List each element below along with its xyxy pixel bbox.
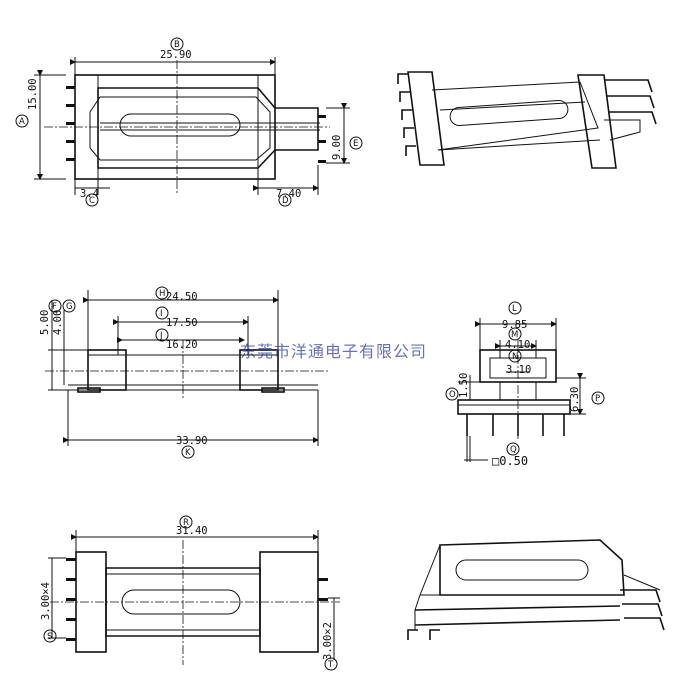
svg-text:R: R	[183, 518, 189, 528]
callout-D: D	[278, 193, 292, 207]
svg-text:D: D	[282, 196, 289, 206]
svg-text:N: N	[512, 352, 518, 362]
isometric-view-top	[397, 71, 657, 169]
dim-K-value: 33.90	[176, 435, 208, 447]
dim-R-value: 31.40	[176, 525, 208, 537]
dim-S-value: 3.00×4	[40, 582, 52, 620]
svg-text:B: B	[174, 40, 180, 50]
callout-T: T	[324, 657, 338, 671]
callout-M: M	[508, 327, 522, 341]
dim-H-value: 24.50	[166, 291, 198, 303]
dim-N-value: 3.10	[506, 364, 531, 376]
svg-text:J: J	[159, 331, 163, 341]
callout-L: L	[508, 301, 522, 315]
dim-O-value: 1.50	[458, 373, 470, 398]
callout-E: E	[349, 136, 363, 150]
svg-text:C: C	[89, 196, 95, 206]
dim-Q-value: □0.50	[492, 454, 528, 468]
dim-G-value: 4.00	[52, 310, 64, 335]
callout-K: K	[181, 445, 195, 459]
callout-I: I	[155, 306, 169, 320]
svg-text:H: H	[159, 289, 165, 299]
callout-J: J	[155, 328, 169, 342]
dim-F-value: 5.00	[39, 310, 51, 335]
svg-text:P: P	[595, 394, 600, 404]
callout-G: G	[62, 299, 76, 313]
callout-C: C	[85, 193, 99, 207]
svg-text:G: G	[66, 302, 73, 312]
dim-B-value: 25.90	[160, 49, 192, 61]
side-view	[45, 290, 330, 446]
dim-T-value: 3.00×2	[322, 622, 334, 660]
svg-text:L: L	[512, 304, 517, 314]
callout-S: S	[43, 629, 57, 643]
dim-A-value: 15.00	[27, 78, 39, 110]
svg-text:K: K	[185, 448, 191, 458]
svg-text:I: I	[160, 309, 163, 319]
callout-F: F	[48, 299, 62, 313]
callout-N: N	[508, 349, 522, 363]
callout-O: O	[445, 387, 459, 401]
callout-A: A	[15, 114, 29, 128]
callout-Q: Q	[506, 442, 520, 456]
svg-text:T: T	[327, 660, 334, 670]
svg-text:E: E	[353, 139, 358, 149]
dim-I-value: 17.50	[166, 317, 198, 329]
dim-C-value: 3.4	[80, 188, 99, 200]
end-view	[457, 318, 586, 462]
callout-R: R	[179, 515, 193, 529]
dim-L-value: 9.85	[502, 319, 527, 331]
svg-text:A: A	[19, 117, 25, 127]
dim-D-value: 7.40	[276, 188, 301, 200]
isometric-view-bottom	[407, 539, 665, 640]
callout-H: H	[155, 286, 169, 300]
dim-P-value: 6.30	[569, 387, 581, 412]
dim-E-value: 9.00	[331, 135, 343, 160]
callout-B: B	[170, 37, 184, 51]
company-watermark: 东莞市洋通电子有限公司	[240, 342, 427, 361]
svg-text:S: S	[47, 632, 52, 642]
dim-J-value: 16.20	[166, 339, 198, 351]
svg-text:Q: Q	[510, 445, 517, 455]
svg-text:O: O	[449, 390, 456, 400]
dim-M-value: 4.10	[505, 339, 530, 351]
svg-text:M: M	[511, 330, 518, 340]
callout-P: P	[591, 391, 605, 405]
bottom-view	[48, 530, 340, 665]
top-view	[34, 57, 350, 195]
svg-text:F: F	[52, 302, 57, 312]
